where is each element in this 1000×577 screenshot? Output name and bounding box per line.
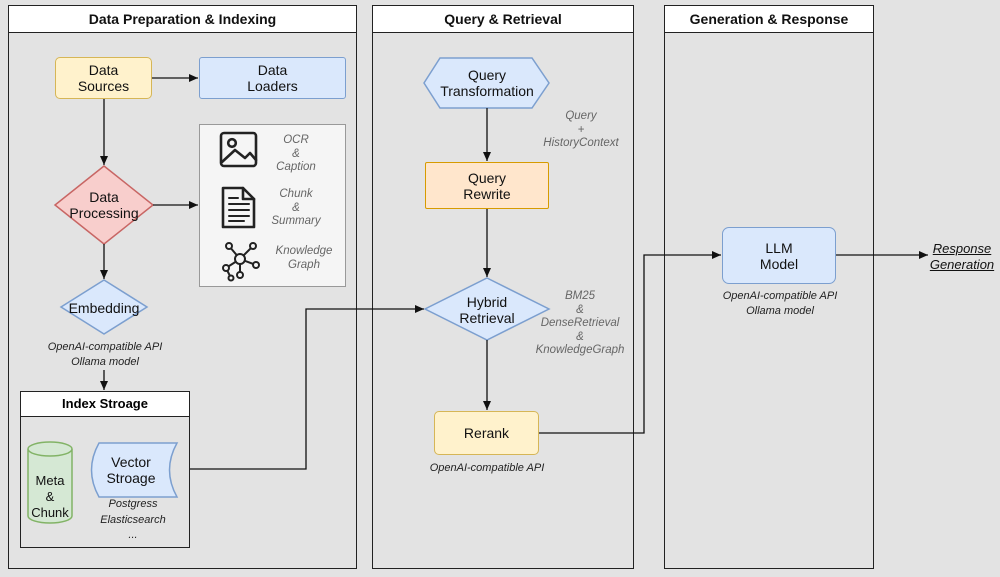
context-note: Query + HistoryContext — [543, 110, 619, 149]
panel-title: Query & Retrieval — [373, 6, 633, 33]
meta-chunk-label: Meta & Chunk — [31, 473, 69, 520]
embedding-diamond — [59, 279, 149, 335]
ocr-caption-label: OCR & Caption — [276, 134, 316, 173]
image-icon — [219, 131, 258, 168]
panel-title: Data Preparation & Indexing — [9, 6, 356, 33]
meta-chunk-cylinder — [27, 441, 73, 524]
document-icon — [221, 186, 256, 229]
response-generation-label: Response Generation — [929, 241, 995, 272]
query-transformation-hexagon — [423, 57, 550, 109]
knowledge-graph-label: Knowledge Graph — [275, 245, 333, 271]
vector-storage-shape — [90, 442, 179, 498]
arrow-rerank-to-llm — [539, 251, 721, 434]
panel-title: Generation & Response — [665, 6, 873, 33]
query-rewrite-node: Query Rewrite — [425, 162, 549, 209]
embedding-note: OpenAI-compatible API Ollama model — [47, 341, 163, 368]
chunk-summary-label: Chunk & Summary — [271, 188, 321, 227]
query-transformation-label: Query Transformation — [440, 67, 534, 99]
embedding-label: Embedding — [68, 300, 140, 316]
arrow-vector-to-hybrid — [190, 305, 424, 470]
llm-note: OpenAI-compatible API Ollama model — [722, 290, 838, 317]
llm-model-node: LLM Model — [722, 227, 836, 284]
panel-generation-response: Generation & Response — [664, 5, 874, 569]
rerank-node: Rerank — [434, 411, 539, 455]
rerank-note: OpenAI-compatible API — [429, 462, 545, 474]
data-loaders-node: Data Loaders — [199, 57, 346, 99]
data-sources-node: Data Sources — [55, 57, 152, 99]
vector-storage-note: Postgress Elasticsearch ... — [100, 498, 166, 541]
hybrid-retrieval-label: Hybrid Retrieval — [459, 294, 515, 326]
vector-storage-label: Vector Stroage — [106, 454, 156, 486]
data-processing-label: Data Processing — [69, 189, 139, 221]
network-graph-icon — [222, 242, 260, 282]
hybrid-note: BM25 & DenseRetrieval & KnowledgeGraph — [535, 290, 625, 356]
index-storage-title: Index Stroage — [21, 392, 189, 417]
